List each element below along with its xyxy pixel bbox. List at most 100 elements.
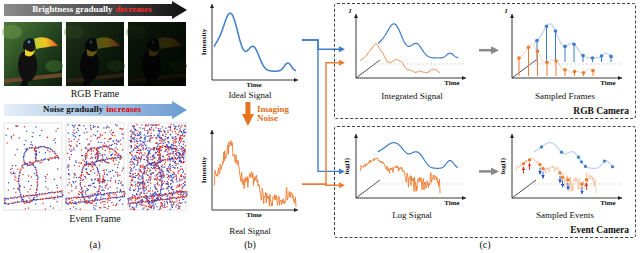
event-dot [106,169,107,170]
event-dot [36,196,37,197]
event-dot [167,147,168,148]
event-dot [39,146,40,147]
event-dot [120,189,121,190]
event-dot [122,128,123,129]
event-dot [76,202,77,203]
event-dot [48,198,49,199]
event-dot [149,190,150,191]
rgb-frame [128,22,186,86]
event-dot [82,180,83,181]
event-dot [88,174,89,175]
event-dot [111,177,112,178]
event-dot [80,183,81,184]
event-dot [142,175,143,176]
event-dot [69,157,70,158]
event-dot [122,184,123,185]
event-dot [184,152,185,153]
event-dot [183,148,184,149]
event-dot [160,158,161,159]
event-dot [167,199,168,200]
event-dot [159,194,160,195]
event-dot [137,191,138,192]
event-dot [100,199,101,200]
event-dot [150,125,151,126]
event-dot [46,197,47,198]
event-dot [176,179,177,180]
event-dot [76,146,77,147]
event-dot [180,153,181,154]
event-dot [115,192,116,193]
event-dot [78,125,79,126]
event-dot [179,125,180,126]
event-dot [8,198,9,199]
event-dot [115,182,116,183]
event-dot [13,188,14,189]
event-dot [11,168,12,169]
event-dot [136,124,137,125]
event-dot [158,195,159,196]
event-dot [176,178,177,179]
event-dot [154,164,155,165]
event-dot [96,161,97,162]
event-dot [39,160,40,161]
event-dot [135,202,136,203]
event-dot [97,194,98,195]
event-dot [44,146,45,147]
event-dot [130,175,131,176]
event-dot [4,200,5,201]
event-dot [152,199,153,200]
event-dot [32,195,33,196]
event-dot [116,197,117,198]
event-dot [145,201,146,202]
event-dot [162,199,163,200]
event-dot [40,199,41,200]
rgb-frame [126,22,187,86]
event-dot [153,158,154,159]
event-dot [143,145,144,146]
event-dot [148,130,149,131]
event-dot [104,138,105,139]
event-dot [35,157,36,158]
event-dot [120,140,121,141]
event-dot [38,199,39,200]
event-dot [108,162,109,163]
event-dot [35,167,36,168]
event-dot [85,201,86,202]
event-dot [24,203,25,204]
event-dot [179,179,180,180]
event-dot [116,125,117,126]
event-dot [69,198,70,199]
event-dot [91,153,92,154]
event-dot [107,202,108,203]
event-dot [76,177,77,178]
event-dot [129,190,130,191]
event-dot [185,202,186,203]
event-dot [139,182,140,183]
event-dot [135,198,136,199]
event-dot [43,160,44,161]
event-dot [180,194,181,195]
event-dot [94,199,95,200]
event-dot [97,155,98,156]
event-dot [18,178,19,179]
event-dot [163,194,164,195]
event-dot [156,168,157,169]
event-dot [167,170,168,171]
event-dot [36,195,37,196]
event-dot [176,153,177,154]
event-dot [36,190,37,191]
event-dot [78,193,79,194]
event-dot [88,164,89,165]
event-dot [35,169,36,170]
event-dot [167,202,168,203]
event-dot [160,160,161,161]
event-dot [31,147,32,148]
event-dot [26,149,27,150]
event-dot [116,203,117,204]
event-dot [98,173,99,174]
event-dot [109,145,110,146]
event-dot [181,149,182,150]
event-dot [85,200,86,201]
event-dot [130,164,131,165]
event-dot [178,163,179,164]
